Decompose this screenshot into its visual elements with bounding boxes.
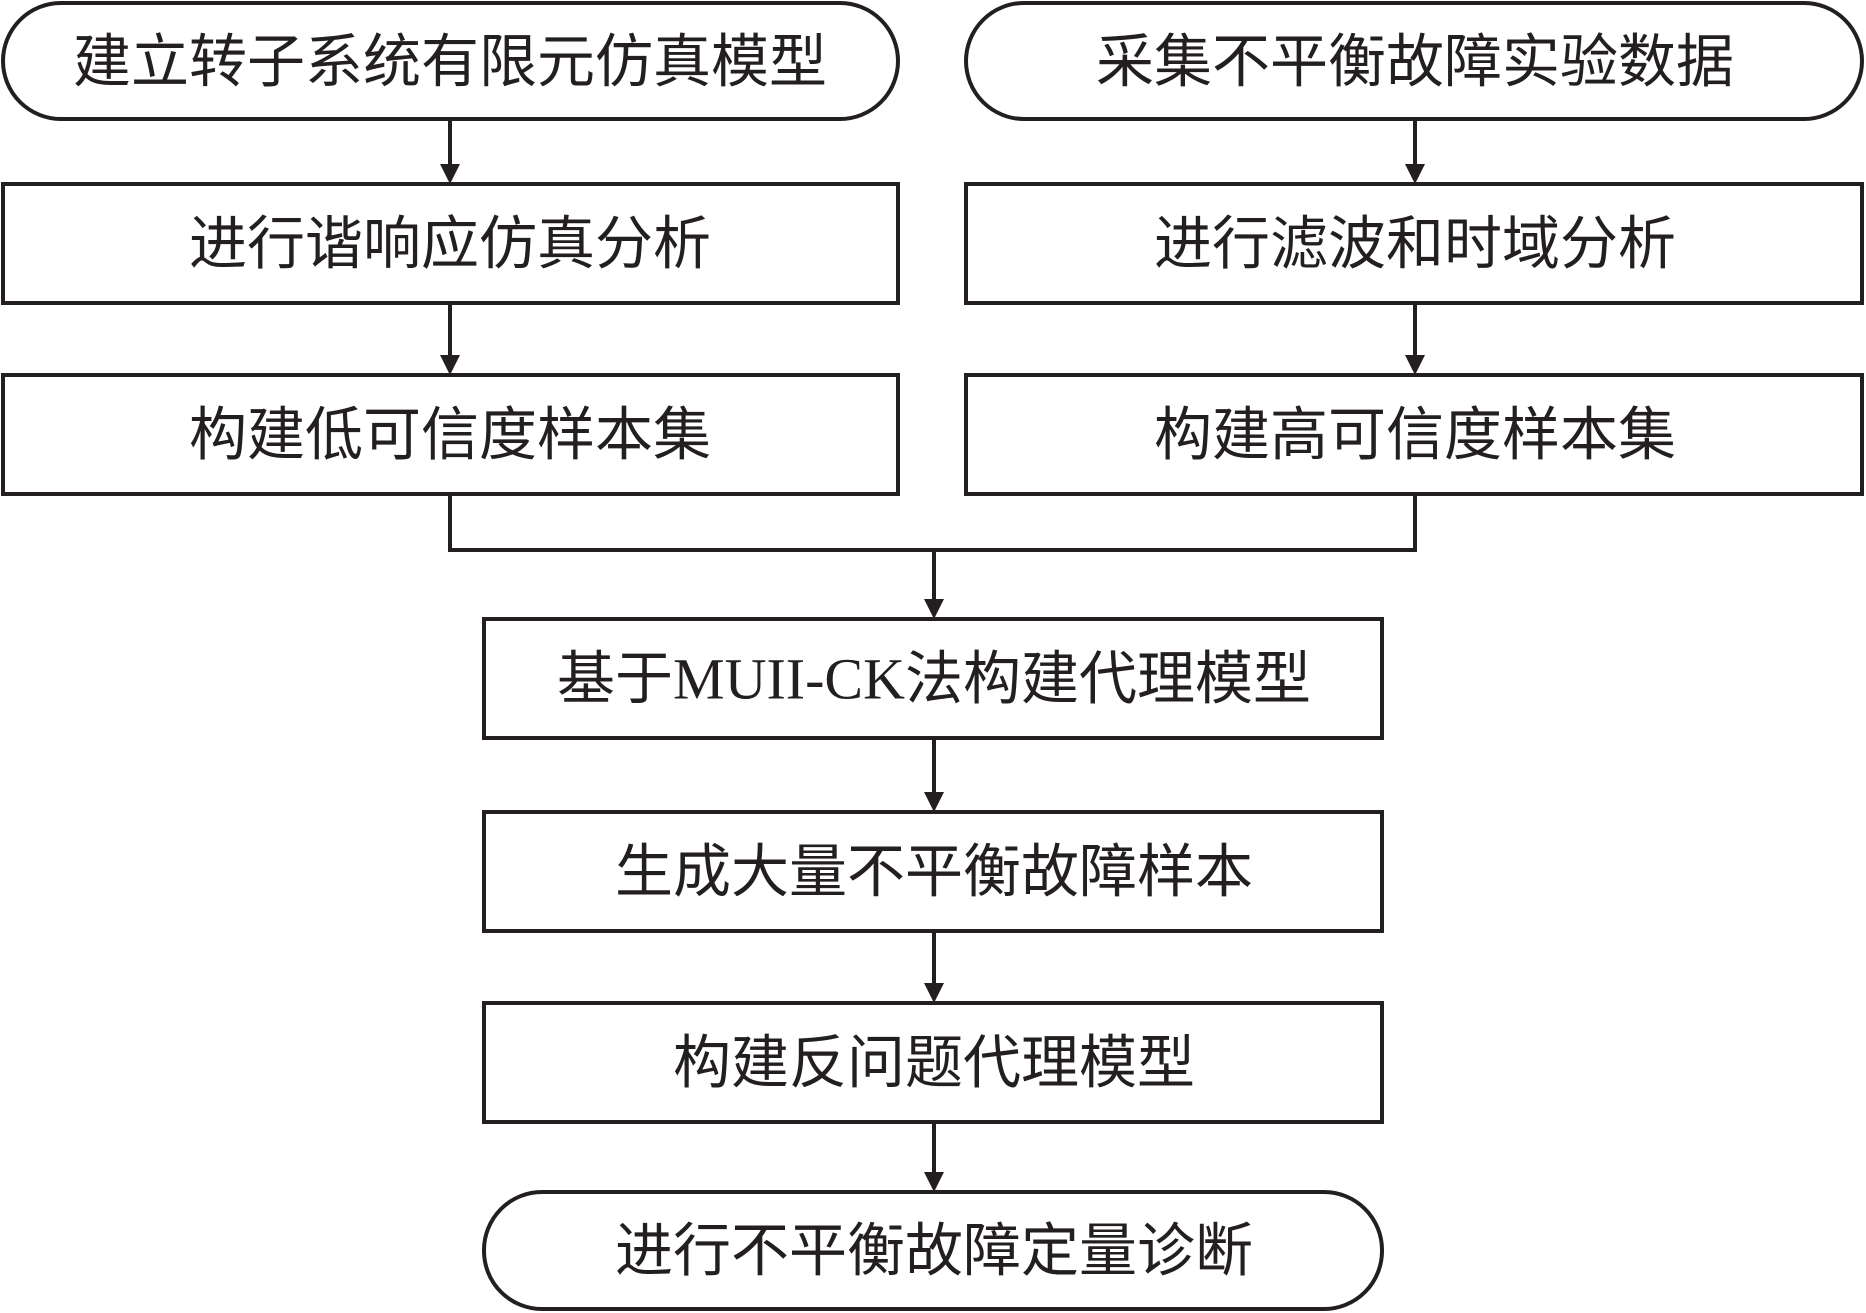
- node-label: 构建高可信度样本集: [1154, 403, 1676, 468]
- node-harmonic: 进行谐响应仿真分析: [1, 182, 900, 305]
- node-surrogate: 基于MUII-CK法构建代理模型: [482, 617, 1384, 740]
- arrowhead: [924, 1172, 944, 1192]
- node-label: 生成大量不平衡故障样本: [615, 840, 1253, 905]
- node-label: 进行不平衡故障定量诊断: [615, 1219, 1253, 1284]
- node-exp-data: 采集不平衡故障实验数据: [964, 1, 1864, 121]
- node-label: 进行滤波和时域分析: [1154, 212, 1676, 277]
- arrowhead: [1405, 164, 1425, 184]
- arrowhead: [1405, 355, 1425, 375]
- arrowhead: [924, 792, 944, 812]
- node-fe-model: 建立转子系统有限元仿真模型: [1, 1, 900, 121]
- node-label: 进行谐响应仿真分析: [189, 212, 711, 277]
- node-inverse: 构建反问题代理模型: [482, 1001, 1384, 1124]
- node-label: 构建低可信度样本集: [189, 403, 711, 468]
- node-label: 建立转子系统有限元仿真模型: [73, 30, 827, 95]
- arrowhead: [440, 355, 460, 375]
- node-diagnosis: 进行不平衡故障定量诊断: [482, 1190, 1384, 1311]
- node-high-fid: 构建高可信度样本集: [964, 373, 1864, 496]
- node-label: 基于MUII-CK法构建代理模型: [557, 647, 1311, 712]
- merge-connector: [448, 494, 1417, 552]
- node-label: 采集不平衡故障实验数据: [1096, 30, 1734, 95]
- arrowhead: [924, 983, 944, 1003]
- arrowhead: [924, 599, 944, 619]
- node-label: 构建反问题代理模型: [673, 1031, 1195, 1096]
- node-low-fid: 构建低可信度样本集: [1, 373, 900, 496]
- edges: [440, 119, 1425, 1192]
- node-filter: 进行滤波和时域分析: [964, 182, 1864, 305]
- arrowhead: [440, 164, 460, 184]
- node-samples: 生成大量不平衡故障样本: [482, 810, 1384, 933]
